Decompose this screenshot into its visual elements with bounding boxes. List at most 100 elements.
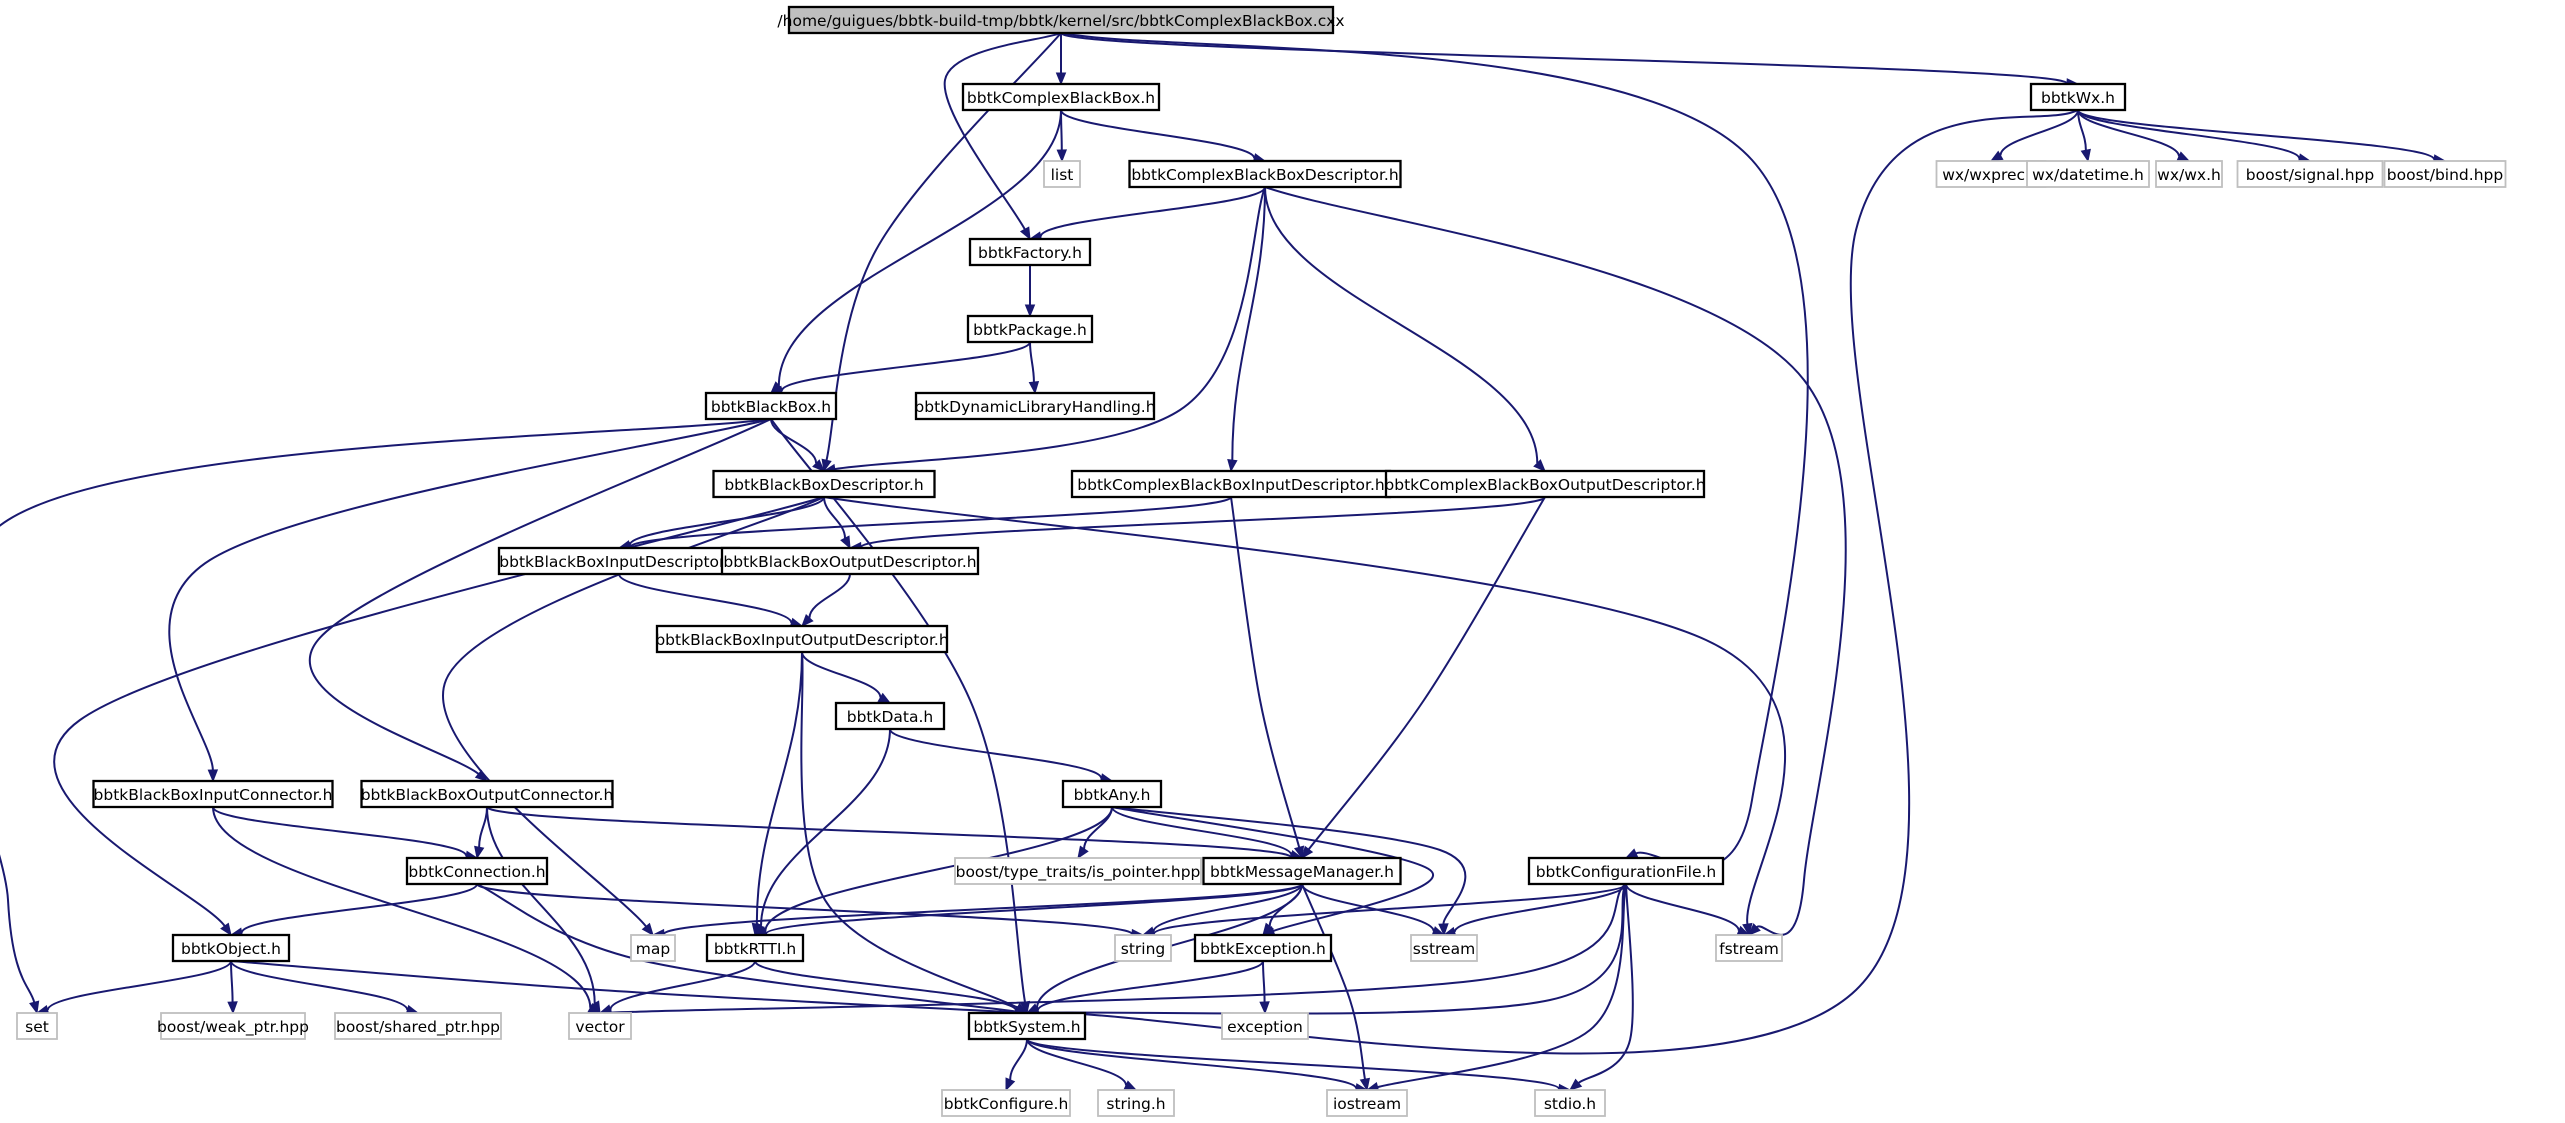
node-box: [1043, 160, 1081, 188]
node-box[interactable]: [2029, 82, 2127, 112]
node-boost-signal-hpp: boost/signal.hpp: [2236, 160, 2384, 188]
node-label: exception: [1227, 1018, 1303, 1036]
node-bbtksystem-h[interactable]: bbtkSystem.h: [967, 1011, 1087, 1041]
edge-arrowhead: [821, 458, 832, 473]
edge-bbtkblackbox-h-to-bbtkblackboxoutputconnector-h: [308, 418, 772, 782]
node-home-guigues-bbtk-build-tmp-bbtk-kernel-src-bbtkcomplexblackbox-cxx[interactable]: /home/guigues/bbtk-build-tmp/bbtk/kernel…: [777, 5, 1345, 35]
edge-arrowhead: [1019, 226, 1031, 241]
node-fstream: fstream: [1715, 934, 1783, 962]
node-bbtkpackage-h[interactable]: bbtkPackage.h: [966, 314, 1094, 344]
edge-bbtkexception-h-to-bbtksystem-h: [1025, 960, 1264, 1016]
node-box[interactable]: [655, 624, 949, 654]
node-bbtkexception-h[interactable]: bbtkException.h: [1193, 933, 1333, 963]
node-box[interactable]: [405, 856, 549, 886]
edge-line: [1037, 883, 1627, 1015]
edge-bbtkconfigurationfile-h-to-fstream: [1625, 883, 1751, 936]
node-box[interactable]: [720, 546, 980, 576]
node-box[interactable]: [712, 469, 936, 499]
node-label: bbtkConfigure.h: [944, 1095, 1069, 1113]
node-box[interactable]: [171, 933, 291, 963]
node-box[interactable]: [705, 933, 805, 963]
node-bbtkcomplexblackboxoutputdescriptor-h[interactable]: bbtkComplexBlackBoxOutputDescriptor.h: [1384, 469, 1706, 499]
node-box: [1410, 934, 1478, 962]
node-bbtkconnection-h[interactable]: bbtkConnection.h: [405, 856, 549, 886]
node-bbtkconfigurationfile-h[interactable]: bbtkConfigurationFile.h: [1527, 856, 1725, 886]
edge-line: [760, 728, 891, 926]
node-bbtkany-h[interactable]: bbtkAny.h: [1061, 779, 1163, 809]
node-label: map: [636, 940, 670, 958]
edge-line: [442, 496, 825, 928]
node-bbtkmessagemanager-h[interactable]: bbtkMessageManager.h: [1202, 856, 1402, 886]
node-bbtkrtti-h[interactable]: bbtkRTTI.h: [705, 933, 805, 963]
edge-arrowhead: [1024, 304, 1036, 318]
node-box: [630, 934, 676, 962]
node-bbtkcomplexblackbox-h[interactable]: bbtkComplexBlackBox.h: [961, 82, 1161, 112]
edge-line: [823, 496, 1786, 925]
edge-bbtkany-h-to-boost-type-traits-is-pointer-hpp: [1077, 806, 1113, 860]
node-box[interactable]: [961, 82, 1161, 112]
edge-arrowhead: [1533, 459, 1546, 472]
node-bbtkblackboxinputoutputdescriptor-h[interactable]: bbtkBlackBoxInputOutputDescriptor.h: [655, 624, 949, 654]
edge-bbtkany-h-to-sstream: [1111, 806, 1467, 937]
node-bbtkblackbox-h[interactable]: bbtkBlackBox.h: [704, 391, 838, 421]
edge-arrowhead: [29, 1000, 40, 1015]
node-box[interactable]: [92, 779, 334, 809]
edge-line: [2077, 109, 2180, 157]
node-label: bbtkSystem.h: [973, 1018, 1080, 1036]
edge-arrowhead: [1359, 1077, 1371, 1092]
edge-line: [2077, 109, 2301, 160]
node-label: bbtkPackage.h: [973, 321, 1087, 339]
node-label: vector: [575, 1018, 625, 1036]
edge-home-guigues-bbtk-build-tmp-bbtk-kernel-src-bbtkcomplexblackbox-cxx-to-bbtkcomplexblackbox-h: [1055, 32, 1067, 86]
node-box[interactable]: [1128, 159, 1402, 189]
edge-line: [0, 418, 772, 1003]
node-box[interactable]: [704, 391, 838, 421]
node-bbtkblackboxoutputconnector-h[interactable]: bbtkBlackBoxOutputConnector.h: [360, 779, 614, 809]
edge-arrowhead: [1748, 923, 1761, 936]
node-box[interactable]: [1061, 779, 1163, 809]
node-box[interactable]: [787, 5, 1335, 35]
node-bbtkblackboxinputconnector-h[interactable]: bbtkBlackBoxInputConnector.h: [92, 779, 334, 809]
node-bbtkcomplexblackboxdescriptor-h[interactable]: bbtkComplexBlackBoxDescriptor.h: [1128, 159, 1402, 189]
node-box[interactable]: [1193, 933, 1333, 963]
edge-line: [230, 960, 234, 1003]
node-box[interactable]: [914, 391, 1156, 421]
edge-line: [476, 883, 1134, 936]
node-bbtkcomplexblackboxinputdescriptor-h[interactable]: bbtkComplexBlackBoxInputDescriptor.h: [1070, 469, 1392, 499]
node-label: bbtkAny.h: [1074, 786, 1151, 804]
edge-bbtkobject-h-to-boost-weak-ptr-hpp: [227, 960, 238, 1015]
edge-bbtkblackbox-h-to-set: [0, 418, 772, 1015]
edge-line: [1083, 806, 1113, 849]
node-label: string: [1121, 940, 1166, 958]
node-bbtkdynamiclibraryhandling-h[interactable]: bbtkDynamicLibraryHandling.h: [914, 391, 1156, 421]
edge-bbtkblackboxinputdescriptor-h-to-bbtkblackboxinputoutputdescriptor-h: [618, 573, 804, 628]
node-box[interactable]: [967, 1011, 1087, 1041]
node-box: [334, 1012, 502, 1040]
node-box[interactable]: [968, 237, 1092, 267]
node-box[interactable]: [966, 314, 1094, 344]
node-boost-bind-hpp: boost/bind.hpp: [2383, 160, 2507, 188]
node-box: [1534, 1089, 1606, 1117]
node-box[interactable]: [1384, 469, 1706, 499]
edge-home-guigues-bbtk-build-tmp-bbtk-kernel-src-bbtkcomplexblackbox-cxx-to-bbtkconfigurationfile-h: [1060, 32, 1809, 868]
node-bbtkdata-h[interactable]: bbtkData.h: [834, 701, 946, 731]
edge-line: [1029, 341, 1035, 383]
node-bbtkfactory-h[interactable]: bbtkFactory.h: [968, 237, 1092, 267]
node-bbtkobject-h[interactable]: bbtkObject.h: [171, 933, 291, 963]
node-box[interactable]: [834, 701, 946, 731]
edge-bbtkdata-h-to-bbtkany-h: [889, 728, 1114, 784]
node-bbtkblackboxoutputdescriptor-h[interactable]: bbtkBlackBoxOutputDescriptor.h: [720, 546, 980, 576]
node-bbtkblackboxdescriptor-h[interactable]: bbtkBlackBoxDescriptor.h: [712, 469, 936, 499]
edge-line: [1625, 883, 1740, 932]
node-bbtkblackboxinputdescriptor-h[interactable]: bbtkBlackBoxInputDescriptor.h: [497, 546, 741, 576]
node-bbtkwx-h[interactable]: bbtkWx.h: [2029, 82, 2127, 112]
node-label: bbtkComplexBlackBoxDescriptor.h: [1131, 166, 1398, 184]
edge-arrowhead: [1227, 458, 1238, 473]
edge-bbtkobject-h-to-set: [35, 960, 232, 1016]
node-box[interactable]: [1527, 856, 1725, 886]
node-box[interactable]: [360, 779, 614, 809]
node-boost-weak-ptr-hpp: boost/weak_ptr.hpp: [157, 1012, 309, 1040]
node-box[interactable]: [1202, 856, 1402, 886]
node-label: wx/wx.h: [2157, 166, 2221, 184]
edge-arrowhead: [589, 1000, 601, 1015]
